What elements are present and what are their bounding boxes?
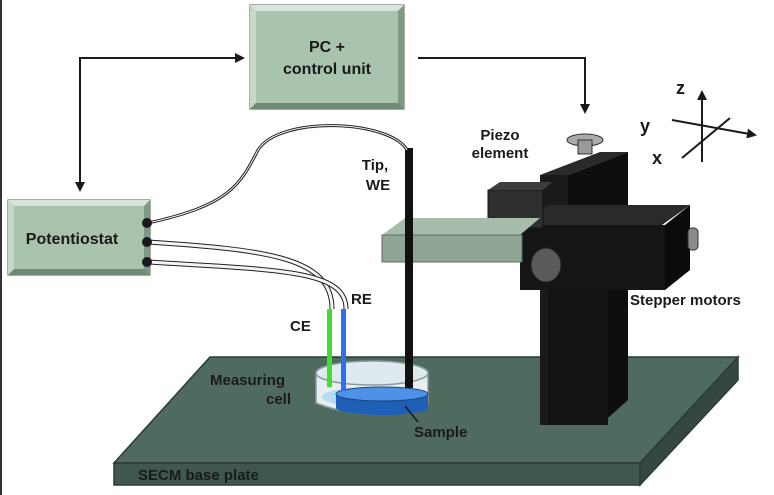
pc-box-line1: PC + bbox=[309, 39, 345, 56]
electrodes bbox=[327, 148, 413, 391]
sample-label: Sample bbox=[414, 424, 467, 441]
reference-electrode bbox=[341, 309, 346, 391]
sample-pointer bbox=[404, 405, 419, 423]
measuring-cell-label-line2: cell bbox=[266, 391, 291, 408]
axes-icon bbox=[671, 90, 757, 162]
cables bbox=[147, 124, 409, 310]
counter-electrode bbox=[327, 309, 332, 387]
potentiostat-box: Potentiostat bbox=[7, 199, 152, 276]
arrow-to-pc bbox=[79, 53, 245, 190]
flow-arrows bbox=[75, 53, 590, 192]
port-dot-3 bbox=[142, 257, 152, 267]
port-dot-2 bbox=[142, 237, 152, 247]
port-dot-1 bbox=[142, 218, 152, 228]
axis-z-label: z bbox=[676, 78, 685, 98]
piezo-label-line1: Piezo bbox=[480, 127, 519, 144]
pc-control-unit-box: PC + control unit bbox=[249, 4, 405, 110]
sample-disc bbox=[335, 386, 429, 415]
potentiostat-label: Potentiostat bbox=[26, 231, 119, 248]
piezo-label-line2: element bbox=[472, 145, 529, 162]
axis-x-label: x bbox=[652, 148, 662, 168]
tip-label-line1: Tip, bbox=[362, 157, 388, 174]
stepper-stage bbox=[487, 133, 699, 425]
arrow-to-piezo bbox=[418, 57, 590, 114]
base-plate-label: SECM base plate bbox=[138, 467, 259, 484]
stepper-knob-front-icon bbox=[530, 247, 562, 283]
axis-y-label: y bbox=[640, 116, 650, 136]
measuring-cell-label-line1: Measuring bbox=[210, 372, 285, 389]
re-label: RE bbox=[351, 291, 372, 308]
tip-working-electrode bbox=[405, 148, 413, 388]
ce-label: CE bbox=[290, 318, 311, 335]
stepper-motors-label: Stepper motors bbox=[630, 292, 741, 309]
pc-box-line2: control unit bbox=[283, 61, 372, 78]
tip-label-line2: WE bbox=[366, 177, 390, 194]
